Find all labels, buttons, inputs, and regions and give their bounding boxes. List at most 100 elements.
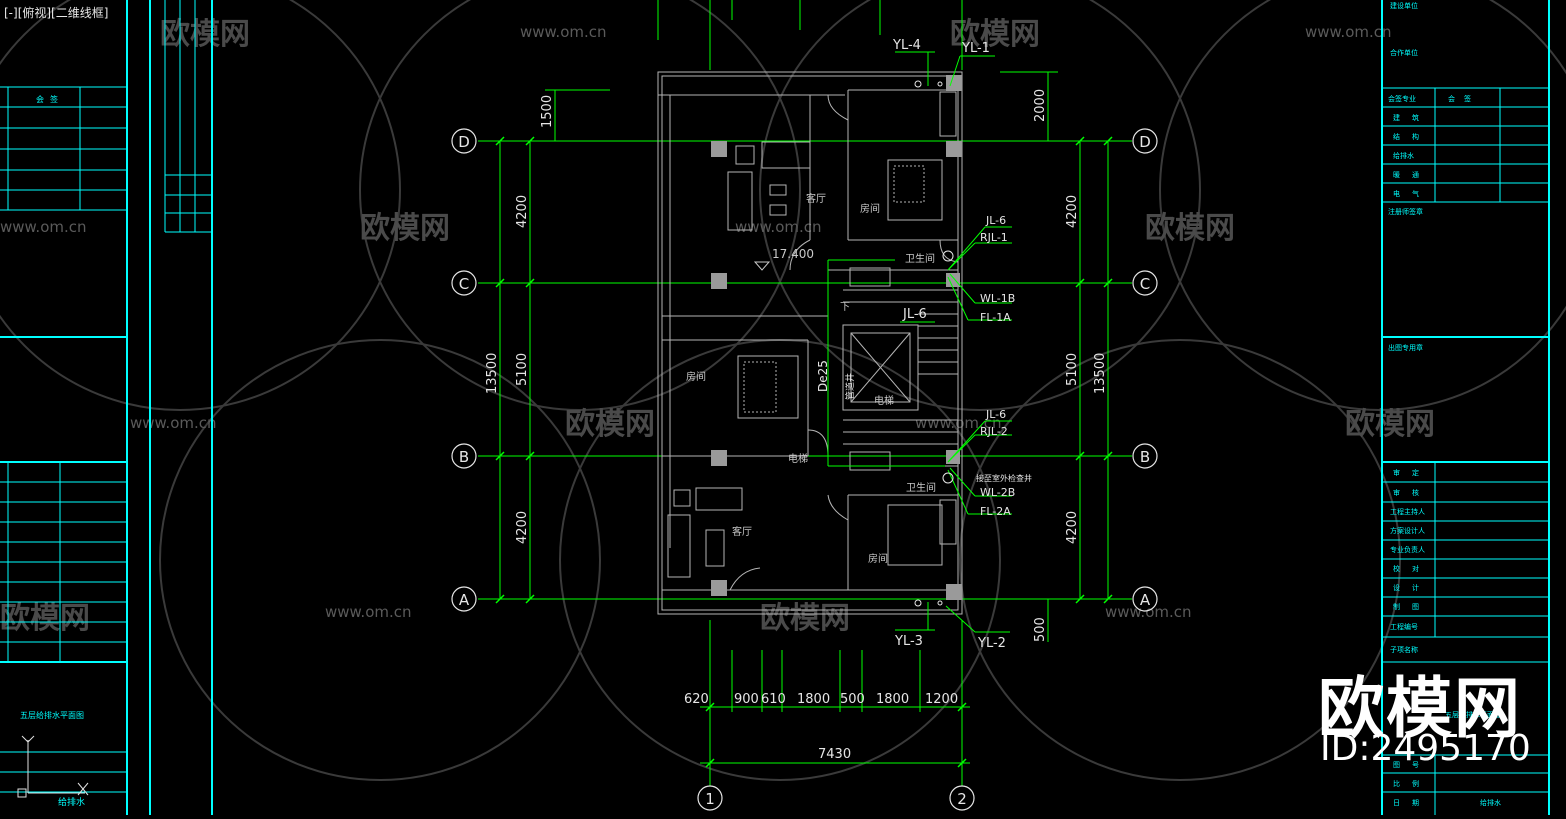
shaft-note: 管道井 — [844, 373, 856, 400]
svg-text:制: 制 — [1393, 602, 1400, 611]
pipe-label-yl1: YL-1 — [961, 41, 990, 56]
watermark-brand: 欧模网 — [0, 601, 90, 636]
svg-text:工程主持人: 工程主持人 — [1390, 507, 1425, 516]
title-block-text: 建设单位 合作单位 会签专业 会 签 建 筑 结 构 给排水 暖 通 电 气 注… — [1388, 1, 1501, 807]
svg-text:筑: 筑 — [1412, 113, 1419, 122]
room-bath-upper: 卫生间 — [905, 252, 935, 265]
note-lower: 接至室外检查井 — [976, 473, 1032, 483]
pipe-label-jl6-upper: JL-6 — [985, 214, 1006, 227]
svg-text:审: 审 — [1393, 488, 1400, 497]
dim-5100-right: 5100 — [1065, 353, 1080, 386]
pipe-label-rjl1: RJL-1 — [980, 231, 1008, 244]
dim-2000: 2000 — [1033, 89, 1048, 122]
tb-sign-header: 会 — [1448, 94, 1455, 103]
dim-610: 610 — [761, 692, 786, 707]
grid-label-D-left: D — [458, 133, 470, 151]
dim-13500-left: 13500 — [485, 353, 500, 394]
left-sign-header: 会 — [36, 94, 44, 104]
tb-owner: 建设单位 — [1390, 1, 1418, 10]
watermark-url: www.om.cn — [1105, 603, 1192, 621]
left-sign-table — [0, 0, 212, 793]
dim-1800-a: 1800 — [797, 692, 830, 707]
dim-500-b: 500 — [840, 692, 865, 707]
dimension-text-left: 1500 4200 5100 4200 13500 — [485, 95, 555, 544]
tb-sign-label: 注册师签章 — [1388, 207, 1423, 216]
watermark-url: www.om.cn — [0, 218, 87, 236]
columns — [711, 75, 962, 600]
svg-text:子项名称: 子项名称 — [1390, 645, 1418, 654]
room-elevator-mid: 电梯 — [874, 394, 894, 407]
left-sign-header: 签 — [50, 94, 58, 104]
svg-text:通: 通 — [1412, 170, 1419, 179]
svg-text:设: 设 — [1393, 583, 1400, 592]
grid-label-1: 1 — [705, 790, 715, 808]
brand-id-text: ID:2495170 — [1320, 728, 1531, 769]
watermark-url: www.om.cn — [325, 603, 412, 621]
pipe-label-wl2b: WL-2B — [980, 486, 1015, 499]
svg-text:专业负责人: 专业负责人 — [1390, 545, 1425, 554]
svg-text:图: 图 — [1393, 761, 1400, 769]
grid-bubble-labels: D D C C B B A A 1 2 — [458, 133, 1151, 808]
stair-down: 下 — [840, 302, 850, 313]
pipe-label-wl1b: WL-1B — [980, 292, 1015, 305]
room-bedroom-mid: 房间 — [686, 370, 706, 383]
title-block-frame — [1381, 0, 1550, 815]
svg-text:核: 核 — [1412, 488, 1419, 497]
grid-label-B-right: B — [1140, 448, 1150, 466]
svg-text:比: 比 — [1393, 779, 1400, 788]
pipe-label-jl6-lower: JL-6 — [985, 408, 1006, 421]
ucs-icon — [17, 735, 89, 798]
grid-label-2: 2 — [957, 790, 967, 808]
svg-text:建: 建 — [1393, 113, 1400, 122]
pipe-fixtures — [914, 80, 954, 607]
tick-marks — [495, 136, 1113, 768]
svg-text:图: 图 — [1412, 603, 1419, 611]
svg-text:暖: 暖 — [1393, 171, 1400, 179]
svg-text:定: 定 — [1412, 468, 1419, 477]
tb-sign-header: 签 — [1464, 94, 1471, 103]
dim-1500: 1500 — [540, 95, 555, 128]
elevation-triangle — [753, 261, 771, 271]
dim-620: 620 — [684, 692, 709, 707]
dim-1200: 1200 — [925, 692, 958, 707]
watermark-brand: 欧模网 — [1145, 211, 1235, 246]
dim-4200-bottom-left: 4200 — [515, 511, 530, 544]
brand-logo-text: 欧模网 — [1318, 670, 1522, 747]
riser-label: De25 — [816, 360, 830, 392]
watermark-text-layer: 欧模网 欧模网 欧模网 欧模网 欧模网 欧模网 欧模网 欧模网 — [0, 17, 1435, 636]
pipe-label-fl2a: FL-2A — [980, 505, 1011, 518]
room-living-lower: 客厅 — [732, 525, 752, 538]
room-bath-lower: 卫生间 — [906, 481, 936, 494]
watermark-url: www.om.cn — [130, 414, 217, 432]
pipe-label-yl3: YL-3 — [894, 634, 923, 649]
tb-sign-header: 会签专业 — [1388, 94, 1416, 103]
watermark-brand: 欧模网 — [1345, 407, 1435, 442]
watermark-brand: 欧模网 — [160, 17, 250, 52]
room-bedroom-upper: 房间 — [860, 202, 880, 215]
watermark-url: www.om.cn — [1305, 23, 1392, 41]
svg-text:校: 校 — [1393, 564, 1400, 573]
svg-text:结: 结 — [1393, 132, 1400, 141]
pipe-labels: YL-4 YL-1 YL-3 YL-2 JL-6 RJL-1 WL-1B FL-… — [816, 38, 1032, 651]
svg-text:给排水: 给排水 — [1393, 151, 1414, 160]
room-living-upper: 客厅 — [806, 192, 826, 205]
left-drawing-title: 五层给排水平面图 — [20, 710, 84, 720]
grid-label-C-right: C — [1140, 275, 1150, 293]
dim-4200-bottom-right: 4200 — [1065, 511, 1080, 544]
tb-partner: 合作单位 — [1390, 48, 1418, 57]
title-block-grid — [1382, 87, 1549, 815]
left-frame — [0, 0, 213, 815]
left-discipline-label: 给排水 — [58, 796, 85, 808]
grid-label-A-left: A — [459, 591, 470, 609]
grid-label-C-left: C — [459, 275, 469, 293]
svg-text:计: 计 — [1412, 583, 1419, 592]
watermark-brand: 欧模网 — [360, 211, 450, 246]
grid-label-B-left: B — [459, 448, 469, 466]
svg-text:工程编号: 工程编号 — [1390, 622, 1418, 631]
watermark-brand: 欧模网 — [950, 17, 1040, 52]
viewport-label[interactable]: [-][俯视][二维线框] — [4, 6, 109, 20]
dim-13500-right: 13500 — [1093, 353, 1108, 394]
dim-4200-top-right: 4200 — [1065, 195, 1080, 228]
elevation-mark: 17.400 — [772, 247, 814, 261]
